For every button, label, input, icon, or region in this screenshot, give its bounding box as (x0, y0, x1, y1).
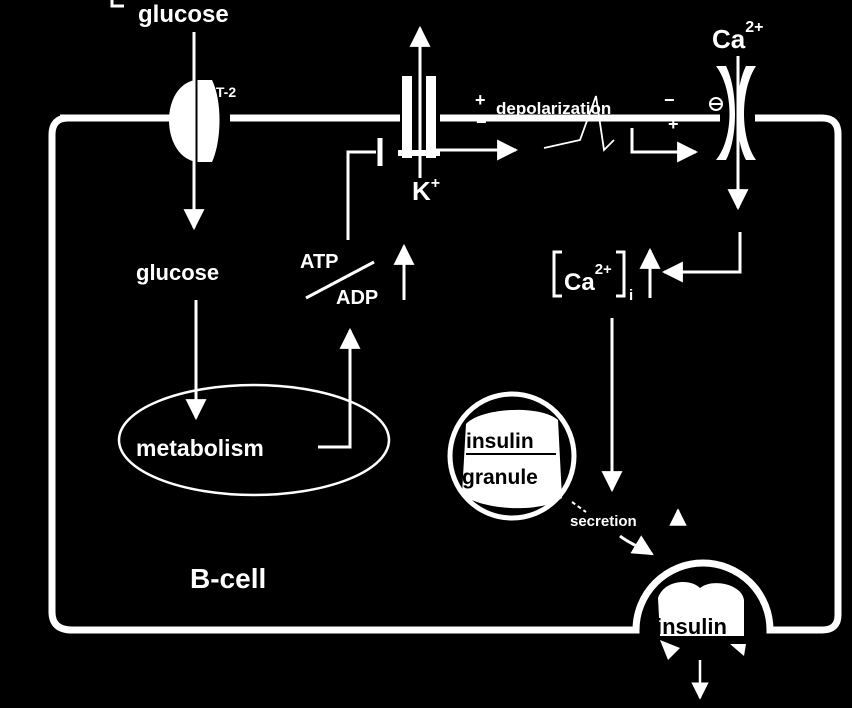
cell-membrane (48, 114, 842, 634)
metabolism-to-atp-arrow (318, 327, 361, 449)
atp-adp-divider (305, 260, 375, 300)
action-potential-icon (543, 95, 615, 152)
svg-text:+: + (668, 114, 679, 134)
ca-ion-label: Ca2+ (712, 19, 764, 54)
adp-label: ADP (336, 287, 378, 309)
insulin-granule-label-1: insulin (466, 430, 534, 453)
glucose-outside-label: glucose (138, 1, 229, 28)
ca-intracellular-label: Ca2+ (564, 261, 612, 296)
svg-text:−: − (476, 112, 487, 132)
svg-text:−: − (664, 90, 675, 110)
metabolism-ellipse (117, 383, 391, 497)
cell-name-label: B-cell (190, 563, 266, 594)
released-insulin-label: insulin (656, 614, 727, 639)
metabolism-label: metabolism (136, 435, 264, 461)
granule-content-icon (462, 409, 562, 509)
atp-inhibition-line (346, 150, 376, 240)
secretion-fusion-arrow (619, 534, 654, 556)
ca-to-intracellular-arrow (661, 232, 742, 283)
depolarization-to-ca-arrow (630, 128, 699, 163)
insulin-granule-label-2: granule (462, 466, 538, 489)
granule-to-secretion-arrow (571, 501, 587, 513)
atp-label: ATP (300, 251, 339, 273)
svg-text:+: + (475, 90, 486, 110)
insulin-granule-circle (447, 391, 577, 521)
transporter-label: GT-2 (205, 84, 236, 100)
secretion-label: secretion (570, 513, 637, 530)
k-ion-label: K+ (412, 175, 440, 206)
released-insulin-icon (658, 582, 744, 636)
ca-channel-icon (716, 66, 756, 160)
depolarization-label: depolarization (496, 99, 611, 118)
ca-intracellular-subscript: i (629, 287, 633, 304)
glucose-inside-label: glucose (136, 260, 219, 285)
